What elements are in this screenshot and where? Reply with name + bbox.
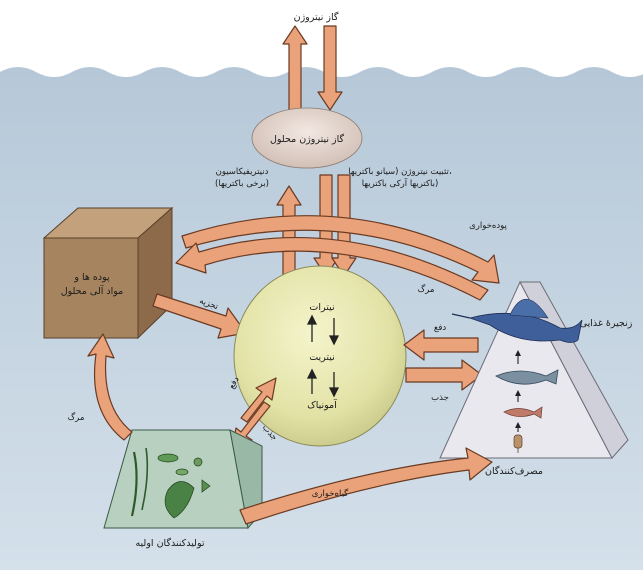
- label-detritus-line2: مواد آلی محلول: [61, 284, 124, 297]
- label-detritivory: پوده‌خواری: [469, 221, 507, 231]
- label-detritus-line1: پوده ها و: [73, 272, 110, 283]
- label-absorption-right: جذب: [431, 393, 449, 403]
- arrow-gas-up: [282, 25, 308, 114]
- small-fish-icon: [503, 406, 543, 419]
- label-denitrification-sub: (برخی باکتریها): [215, 179, 269, 189]
- arrow-excretion-right: [403, 329, 479, 361]
- label-nitrogen-gas: گاز نیتروژن: [294, 11, 339, 23]
- label-death-left: مرگ: [68, 413, 85, 423]
- label-nitrogen-fixation: تثبیت نیتروژن (سیانو باکتریها،: [348, 167, 452, 177]
- arrow-decomposition: [152, 293, 247, 339]
- arrow-death-top: [175, 236, 489, 301]
- phytoplankton-icon: [130, 447, 211, 519]
- dissolved-nitrogen-ellipse: [251, 107, 363, 169]
- label-consumers: مصرف‌کنندگان: [485, 465, 543, 477]
- producers-box: [103, 429, 263, 530]
- label-food-chain: زنجیرهٔ غذایی: [580, 318, 633, 329]
- label-denitrification: دنیتریفیکاسیون: [216, 167, 269, 177]
- zooplankton-icon: [513, 434, 523, 453]
- internal-arrows: [306, 314, 340, 398]
- arrow-excretion-left: [240, 377, 277, 423]
- arrow-absorption-right: [405, 359, 483, 391]
- sailfish-icon: [451, 298, 583, 343]
- label-excretion-right: دفع: [434, 323, 447, 333]
- label-primary-producers: تولیدکنندگان اولیه: [135, 537, 204, 549]
- label-ammonia: آمونیاک: [307, 398, 337, 411]
- arrow-gas-down: [317, 25, 343, 111]
- inorganic-nitrogen-sphere: [233, 265, 407, 447]
- arrow-herbivory: [239, 447, 493, 525]
- label-herbivory: گیاه‌خواری: [312, 488, 349, 499]
- arrow-death-left: [87, 333, 133, 441]
- tuna-icon: [495, 369, 559, 385]
- label-dissolved-nitrogen: گاز نیتروژن محلول: [270, 133, 344, 145]
- label-nitrite: نیتریت: [309, 352, 335, 363]
- label-death-top: مرگ: [418, 285, 435, 295]
- label-nitrate: نیترات: [309, 302, 334, 313]
- label-nitrogen-fixation-sub: باکتریها آرکی باکتریها): [362, 177, 439, 189]
- arrow-detritivory: [181, 215, 500, 284]
